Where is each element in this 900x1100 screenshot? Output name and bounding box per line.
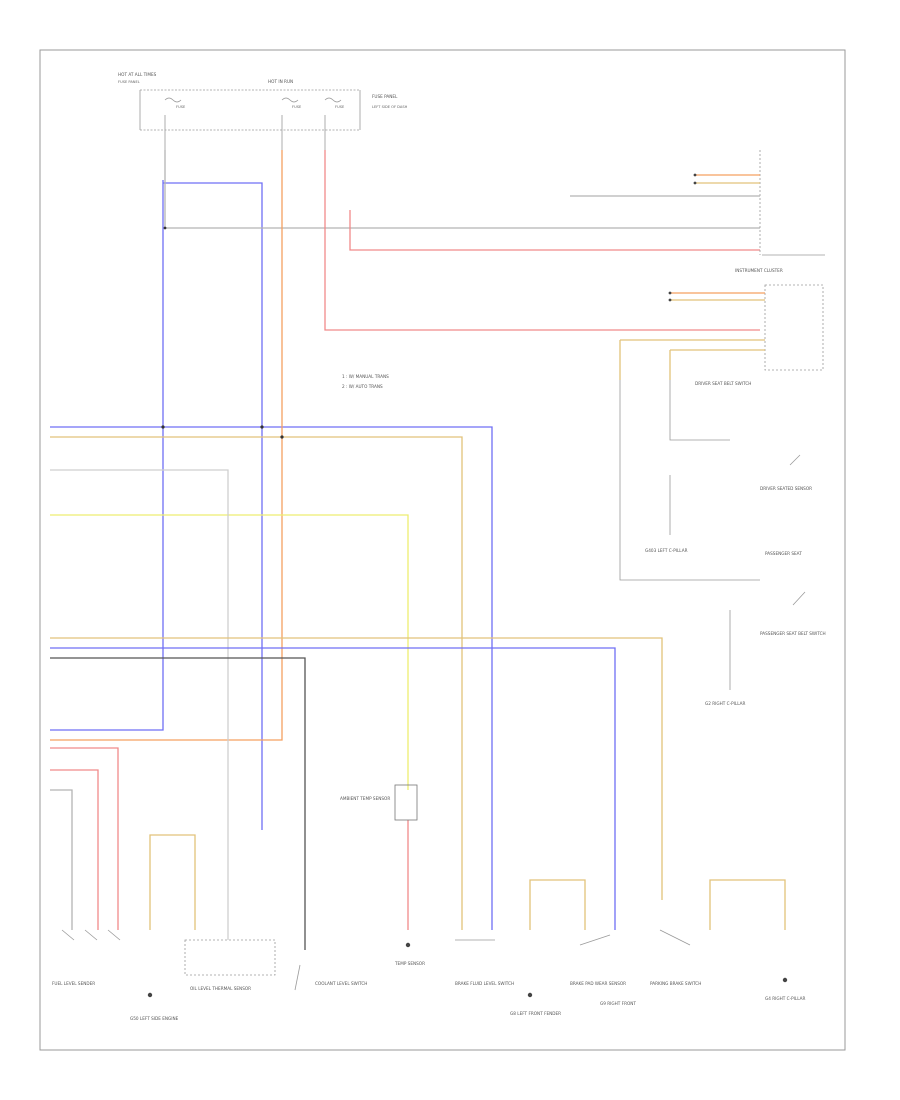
fuse-panel-right-label: FUSE PANEL [372, 94, 398, 99]
fuse-3-symbol: FUSE [324, 97, 345, 109]
passenger-seat-label: PASSENGER SEAT [765, 551, 802, 556]
fuse-panel-label: FUSE PANEL [118, 80, 140, 84]
brake-pad-label: BRAKE PAD WEAR SENSOR [570, 981, 626, 986]
fuse-panel-note-label: LEFT SIDE OF DASH [372, 105, 408, 109]
fuse-hot-run-label: HOT IN RUN [268, 79, 293, 84]
svg-text:FUSE: FUSE [292, 105, 302, 109]
seat-belt-area: DRIVER SEAT BELT SWITCH DRIVER SEATED SE… [619, 340, 826, 706]
fuse-panel-top: HOT AT ALL TIMES FUSE PANEL HOT IN RUN F… [118, 72, 408, 150]
passenger-belt-label: PASSENGER SEAT BELT SWITCH [760, 631, 826, 636]
power-supply-label: HOT AT ALL TIMES [118, 72, 157, 77]
ground-brake2-label: G9 RIGHT FRONT [600, 1001, 636, 1006]
ambient-label: AMBIENT TEMP SENSOR [340, 796, 390, 801]
ground-parking-label: G4 RIGHT C-PILLAR [765, 996, 805, 1001]
parking-brake-label: PARKING BRAKE SWITCH [650, 981, 701, 986]
bottom-components: FUEL LEVEL SENDER G50 LEFT SIDE ENGINE O… [52, 784, 805, 1021]
oil-sensor-label: OIL LEVEL THERMAL SENSOR [190, 986, 251, 991]
ground-right-label: G2 RIGHT C-PILLAR [705, 701, 745, 706]
fuse-1-symbol: FUSE [164, 97, 186, 109]
svg-text:FUEL LEVEL SENDER: FUEL LEVEL SENDER [52, 981, 95, 986]
ambient-sensor-box [394, 784, 418, 821]
driver-seat-label: DRIVER SEATED SENSOR [760, 486, 812, 491]
svg-text:FUSE: FUSE [176, 105, 186, 109]
note-2: 2 : W/ AUTO TRANS [342, 384, 383, 389]
ground-brake-label: G8 LEFT FRONT FENDER [510, 1011, 561, 1016]
main-wires [50, 150, 786, 950]
brake-fluid-label: BRAKE FLUID LEVEL SWITCH [455, 981, 514, 986]
ground-oil-label: G50 LEFT SIDE ENGINE [130, 1016, 179, 1021]
oil-sensor-box [184, 939, 276, 976]
ground-left-label: G403 LEFT C-PILLAR [645, 548, 688, 553]
cluster-label: INSTRUMENT CLUSTER [735, 268, 783, 273]
temp-sensor-label: TEMP SENSOR [394, 961, 425, 966]
svg-text:FUSE: FUSE [335, 105, 345, 109]
fuel-sender: FUEL LEVEL SENDER [52, 929, 121, 986]
driver-seatbelt-label: DRIVER SEAT BELT SWITCH [695, 381, 751, 386]
note-1: 1 : W/ MANUAL TRANS [342, 374, 389, 379]
instrument-cluster: INSTRUMENT CLUSTER [570, 150, 825, 371]
fuse-2-symbol: FUSE [281, 97, 302, 109]
coolant-switch-label: COOLANT LEVEL SWITCH [315, 981, 367, 986]
diagram-frame [39, 49, 846, 1051]
